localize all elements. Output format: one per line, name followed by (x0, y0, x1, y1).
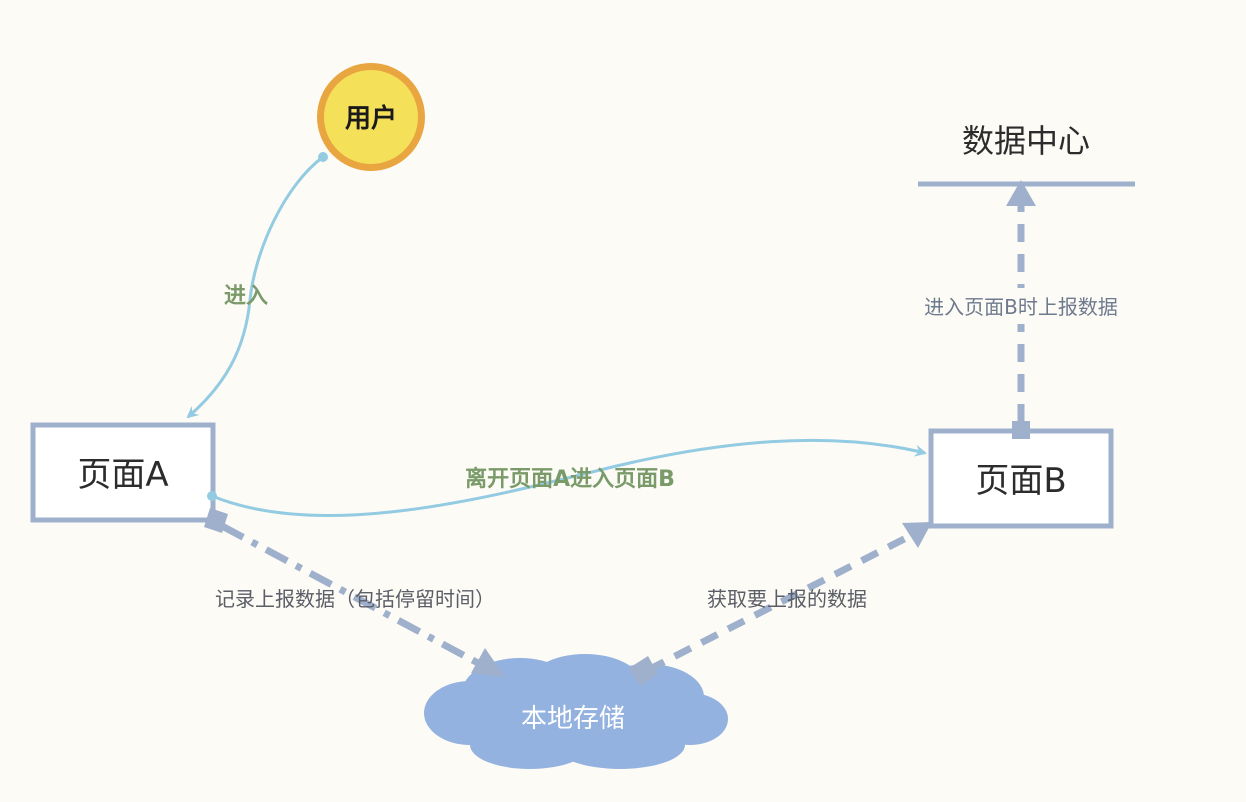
data-center-label: 数据中心 (962, 122, 1090, 160)
edge-report-on-enter-b: 进入页面B时上报数据 (898, 180, 1144, 439)
edge-fetch-report-line (646, 532, 912, 674)
user-node: 用户 (317, 63, 425, 171)
edge-enter-start-dot (318, 152, 328, 162)
local-storage-node: 本地存储 (424, 654, 728, 769)
edge-record-report-label: 记录上报数据（包括停留时间） (215, 587, 495, 611)
data-center-node: 数据中心 (918, 122, 1135, 187)
edge-enter: 进入 (186, 152, 328, 419)
edge-fetch-report-arrowhead (902, 522, 932, 548)
edge-fetch-report-label: 获取要上报的数据 (707, 587, 867, 611)
edge-fetch-report-start-square (629, 656, 658, 686)
edge-leave-a-enter-b-label: 离开页面A进入页面B (465, 466, 675, 492)
user-node-label: 用户 (345, 103, 397, 134)
edge-report-on-enter-b-arrowhead (1006, 180, 1036, 206)
page-a-box (30, 422, 216, 523)
page-a-node: 页面A (30, 422, 216, 523)
page-a-label: 页面A (77, 455, 168, 495)
edge-report-on-enter-b-label-bg (898, 288, 1144, 324)
page-b-node: 页面B (928, 428, 1114, 529)
edge-record-report-start-square (204, 508, 228, 533)
edge-report-on-enter-b-label: 进入页面B时上报数据 (924, 295, 1118, 319)
page-b-label: 页面B (975, 461, 1066, 501)
edge-record-report: 记录上报数据（包括停留时间） (204, 508, 505, 677)
edge-leave-a-enter-b: 离开页面A进入页面B (207, 438, 927, 517)
cloud-shape (424, 654, 728, 769)
edge-report-on-enter-b-start-square (1012, 421, 1030, 439)
edge-leave-a-enter-b-line (211, 438, 927, 517)
edge-enter-label: 进入 (224, 284, 268, 309)
user-node-fill (324, 70, 418, 164)
edge-record-report-arrowhead (471, 648, 505, 677)
edge-fetch-report: 获取要上报的数据 (629, 522, 932, 686)
local-storage-label: 本地存储 (521, 704, 625, 734)
edge-enter-line (186, 155, 324, 419)
edge-leave-a-enter-b-start-dot (207, 491, 217, 501)
